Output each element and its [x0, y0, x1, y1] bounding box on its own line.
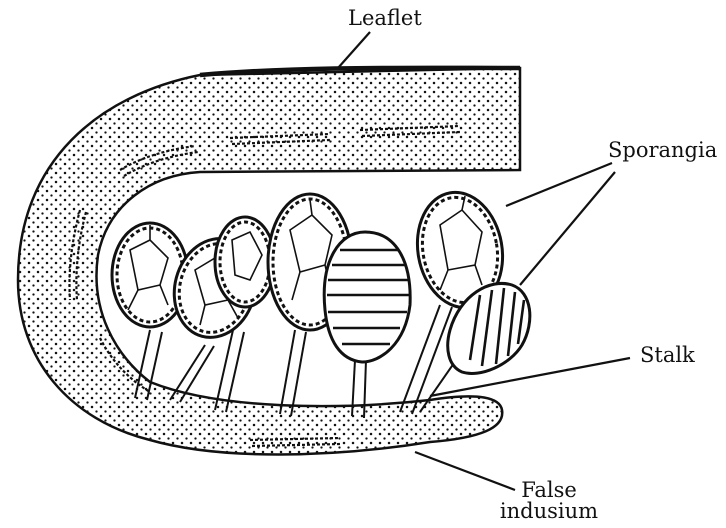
sporangium-3: [215, 217, 275, 307]
sporangia-leader-1: [506, 163, 612, 206]
sporangia-label: Sporangia: [608, 140, 717, 161]
sporangium-5: [324, 232, 410, 362]
leaflet-leader: [338, 32, 370, 68]
false-indusium-label-line1: False: [494, 480, 604, 501]
false-indusium-label-line2: indusium: [494, 501, 604, 522]
leaflet-label: Leaflet: [348, 8, 422, 29]
stalk-label: Stalk: [640, 345, 695, 366]
sporangia-leader-2: [520, 172, 615, 285]
